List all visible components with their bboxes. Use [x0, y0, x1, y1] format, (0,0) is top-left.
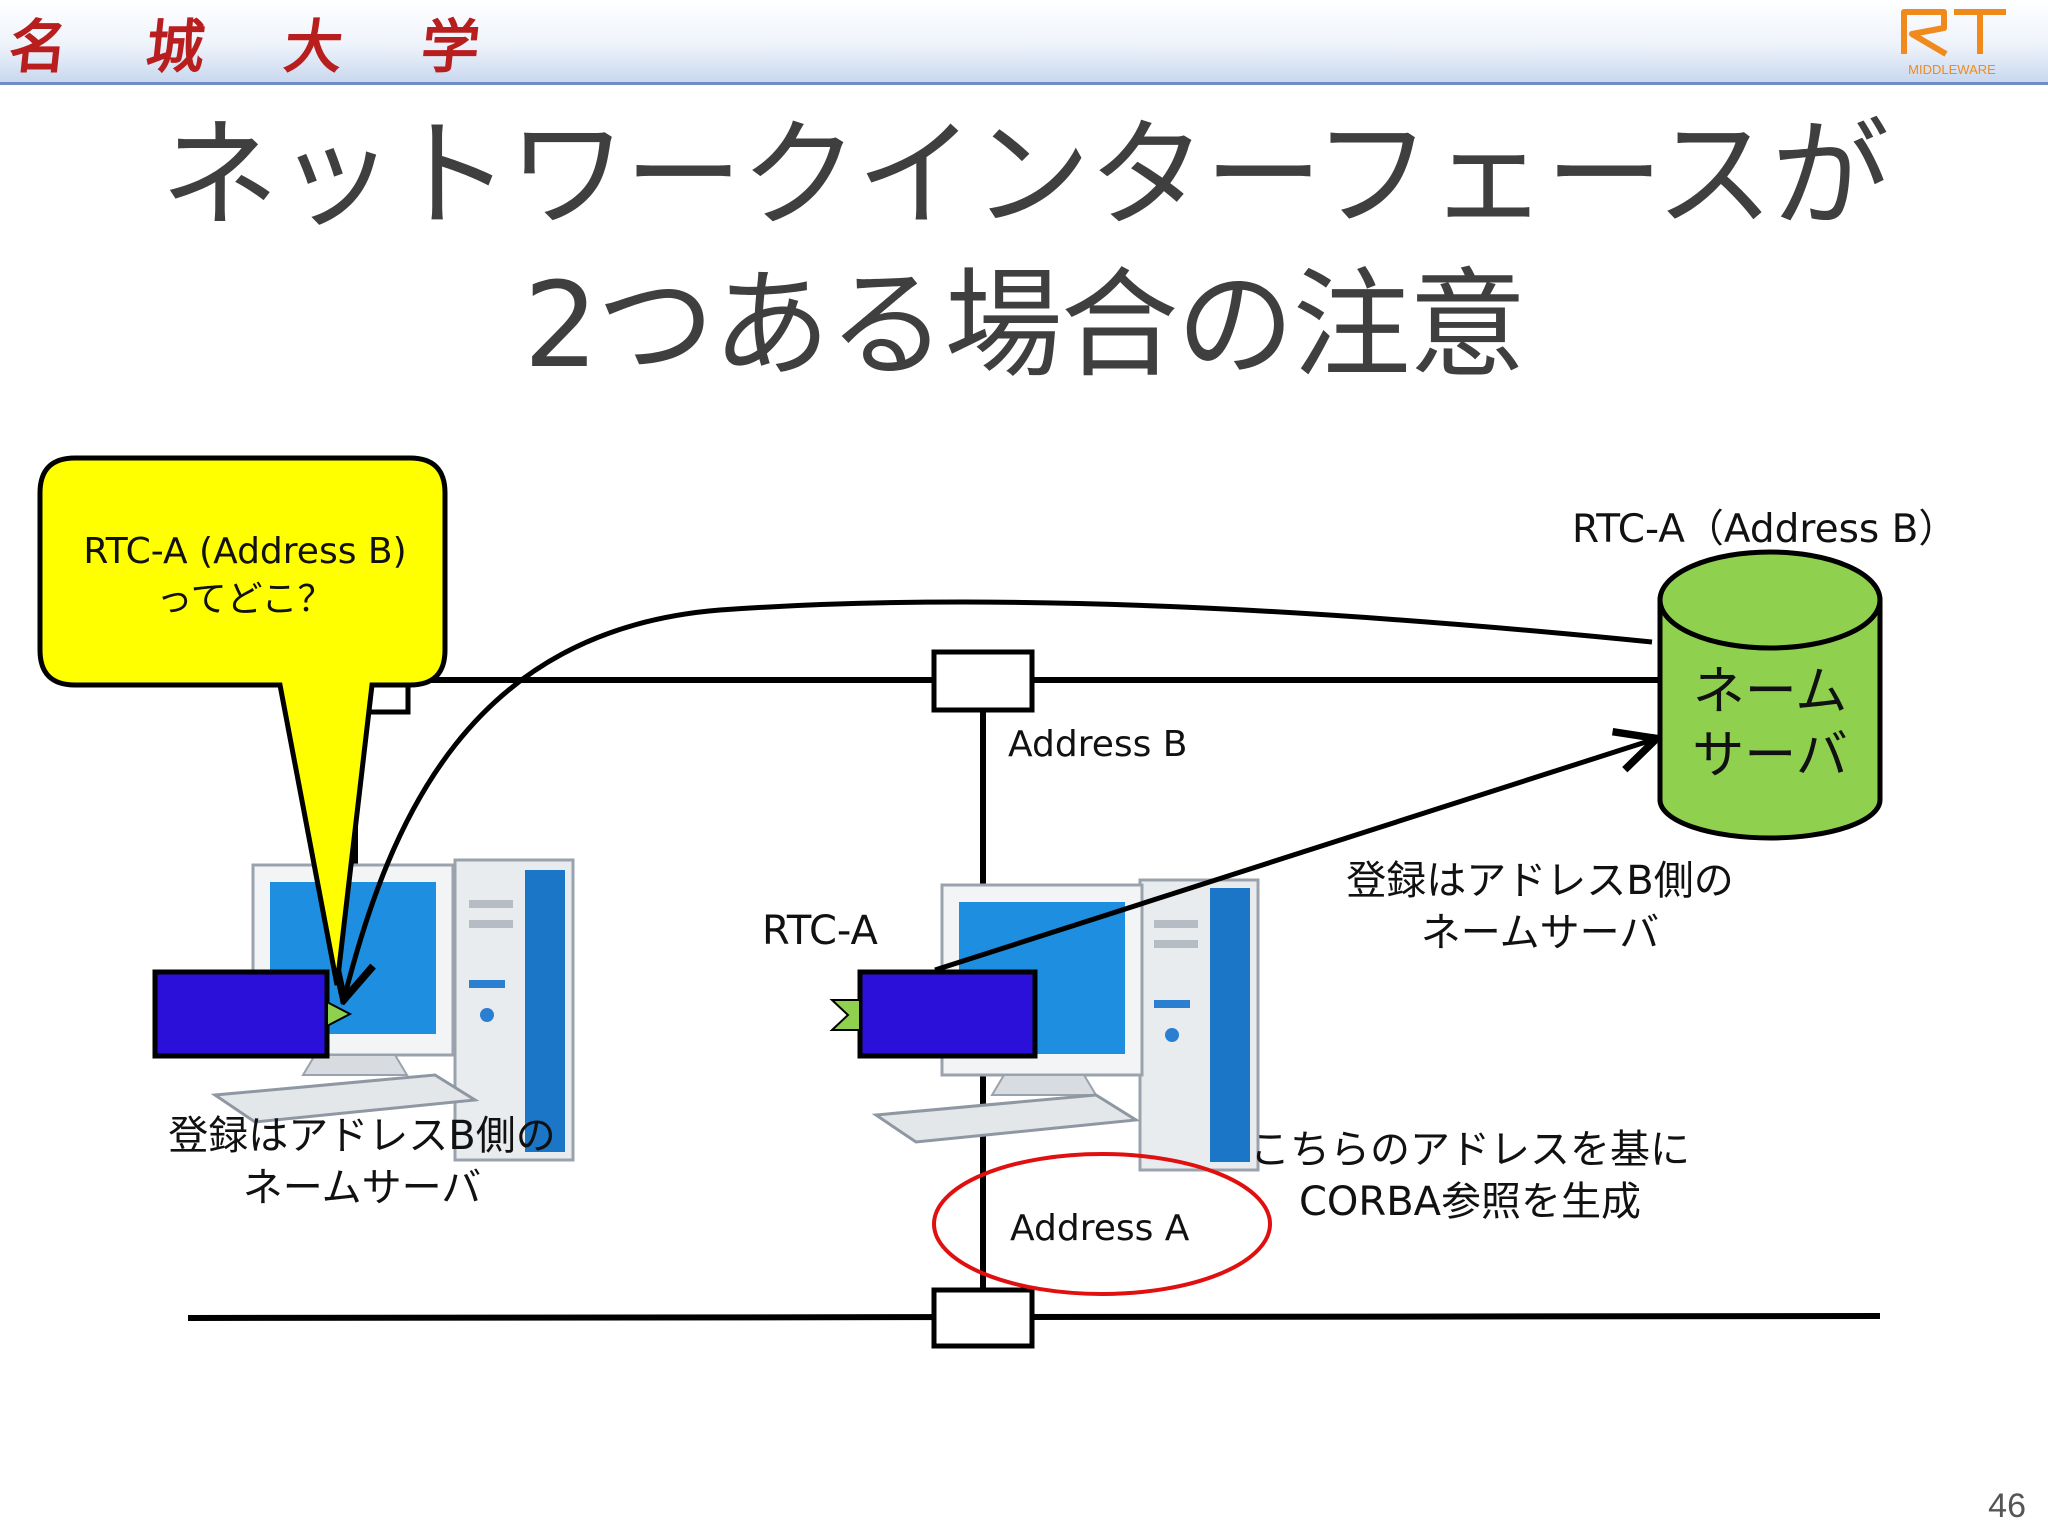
left-registration-note: 登録はアドレスB側の ネームサーバ: [142, 1110, 582, 1214]
right-rtc-component: [857, 969, 1038, 1059]
right-rtc-port: [829, 999, 861, 1031]
rt-middleware-logo: MIDDLEWARE: [1901, 9, 2006, 77]
corba-note-line-1: こちらのアドレスを基に: [1250, 1127, 1690, 1173]
slide-title: ネットワークインターフェースが 2つある場合の注意: [0, 100, 2048, 400]
right-note-line-2: ネームサーバ: [1420, 910, 1660, 956]
name-server-caption: RTC-A（Address B）: [1572, 507, 1958, 552]
title-line-2: 2つある場合の注意: [523, 256, 1526, 394]
callout-line-2: ってどこ？: [156, 579, 334, 620]
lower-interface-box: [931, 1287, 1035, 1349]
callout-line-1: RTC-A (Address B): [83, 531, 407, 572]
name-server-label: ネーム サーバ: [1660, 660, 1880, 788]
rt-logo-subtitle: MIDDLEWARE: [1908, 62, 1996, 77]
right-registration-note: 登録はアドレスB側の ネームサーバ: [1320, 855, 1760, 959]
right-note-line-1: 登録はアドレスB側の: [1346, 858, 1734, 904]
left-rtc-component: [152, 969, 330, 1059]
name-server-line-1: ネーム: [1692, 662, 1848, 722]
name-server-line-2: サーバ: [1692, 726, 1848, 786]
database-cylinder-icon: [1657, 549, 1883, 841]
callout-text: RTC-A (Address B) ってどこ？: [60, 528, 430, 624]
callout-bubble: [37, 455, 448, 986]
address-a-label: Address A: [1010, 1208, 1190, 1249]
registration-arrow: [934, 740, 1652, 973]
slide-header: 名 城 大 学 MIDDLEWARE: [0, 0, 2048, 85]
upper-interface-box: [931, 649, 1035, 713]
page-number: 46: [1988, 1487, 2026, 1525]
left-note-line-1: 登録はアドレスB側の: [168, 1113, 556, 1159]
title-line-1: ネットワークインターフェースが: [160, 106, 1889, 244]
address-a-highlight: [932, 1152, 1272, 1296]
left-rtc-port: [326, 1000, 353, 1028]
left-note-line-2: ネームサーバ: [242, 1165, 482, 1211]
corba-note: こちらのアドレスを基に CORBA参照を生成: [1240, 1124, 1700, 1228]
query-arrow: [345, 599, 1653, 995]
corba-note-line-2: CORBA参照を生成: [1298, 1179, 1641, 1225]
address-b-label: Address B: [1008, 724, 1188, 765]
rtc-a-label: RTC-A: [762, 908, 878, 954]
